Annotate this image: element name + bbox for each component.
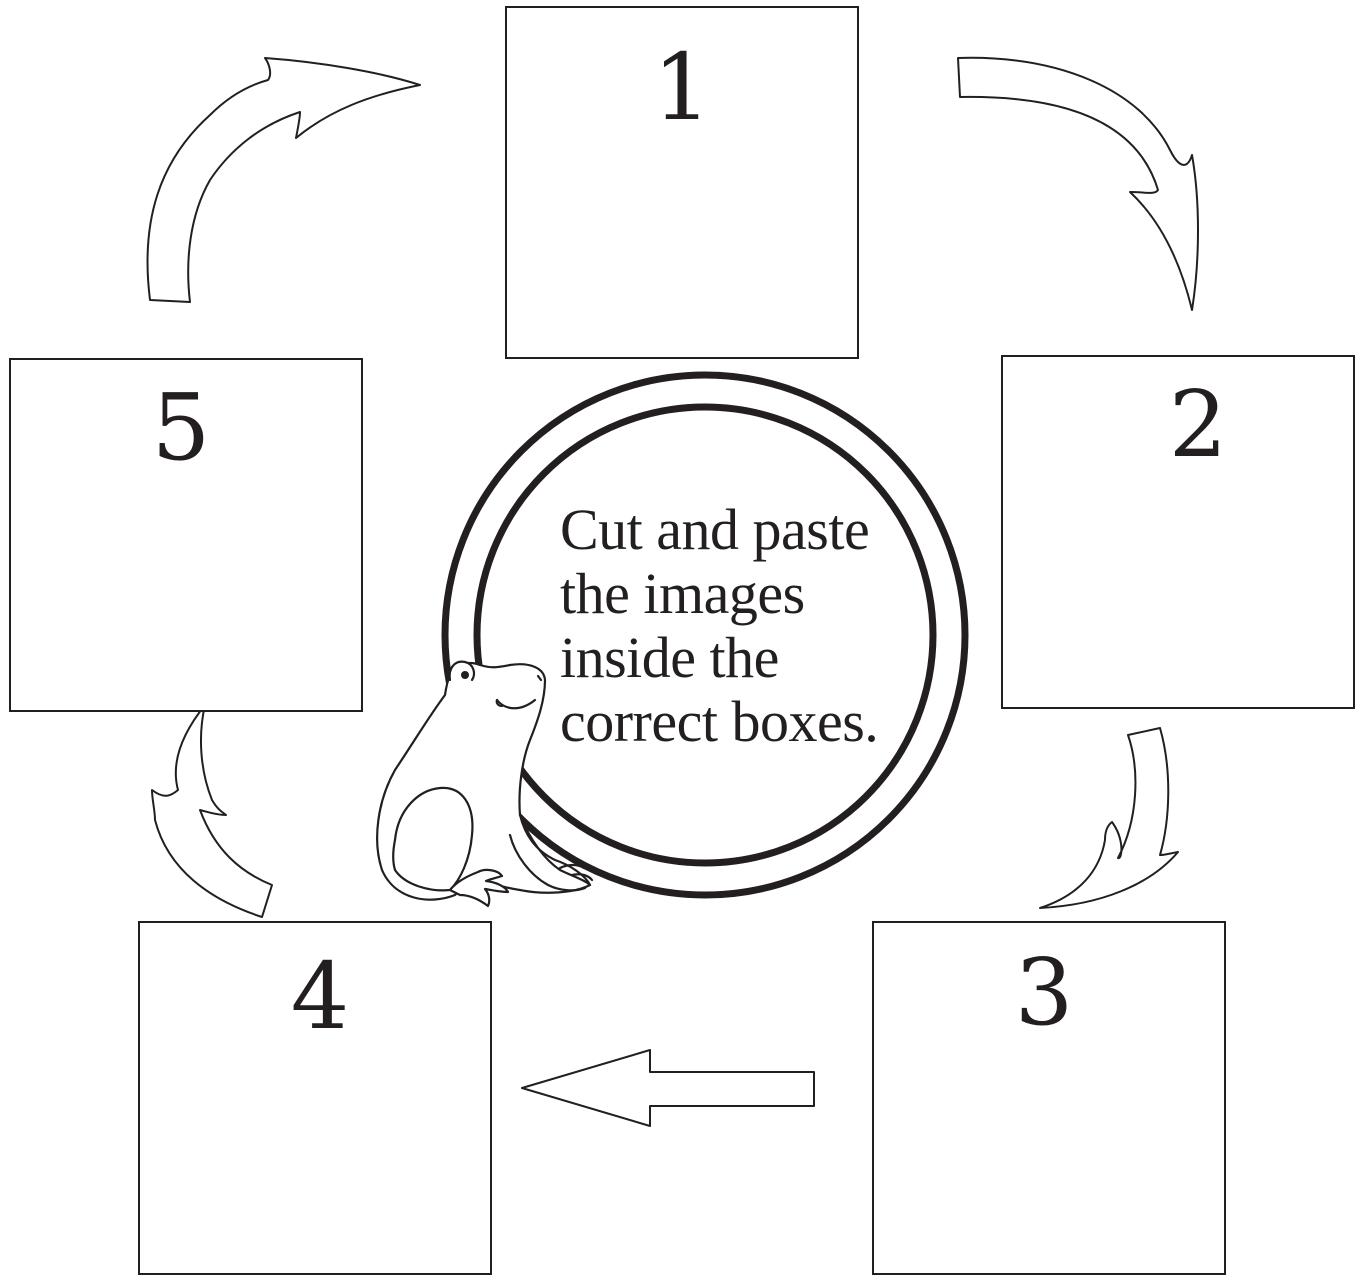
- step-box-3[interactable]: 3: [872, 921, 1226, 1275]
- step-box-4[interactable]: 4: [138, 921, 492, 1275]
- arrow-5-to-1: [148, 58, 421, 302]
- step-number: 5: [11, 382, 361, 474]
- arrow-1-to-2: [958, 58, 1198, 310]
- instruction-line: inside the: [560, 626, 900, 690]
- arrow-4-to-5: [152, 705, 272, 917]
- step-number: 3: [874, 947, 1224, 1039]
- instruction-line: correct boxes.: [560, 690, 900, 754]
- step-number: 4: [140, 951, 490, 1043]
- step-number: 1: [507, 42, 857, 134]
- step-box-5[interactable]: 5: [9, 358, 363, 712]
- step-box-1[interactable]: 1: [505, 6, 859, 359]
- arrow-2-to-3: [1040, 728, 1178, 908]
- step-number: 2: [1003, 379, 1353, 471]
- instruction-line: Cut and paste: [560, 498, 900, 562]
- instruction-text: Cut and paste the images inside the corr…: [560, 498, 900, 754]
- arrow-3-to-4: [522, 1050, 814, 1126]
- step-box-2[interactable]: 2: [1001, 355, 1355, 709]
- instruction-line: the images: [560, 562, 900, 626]
